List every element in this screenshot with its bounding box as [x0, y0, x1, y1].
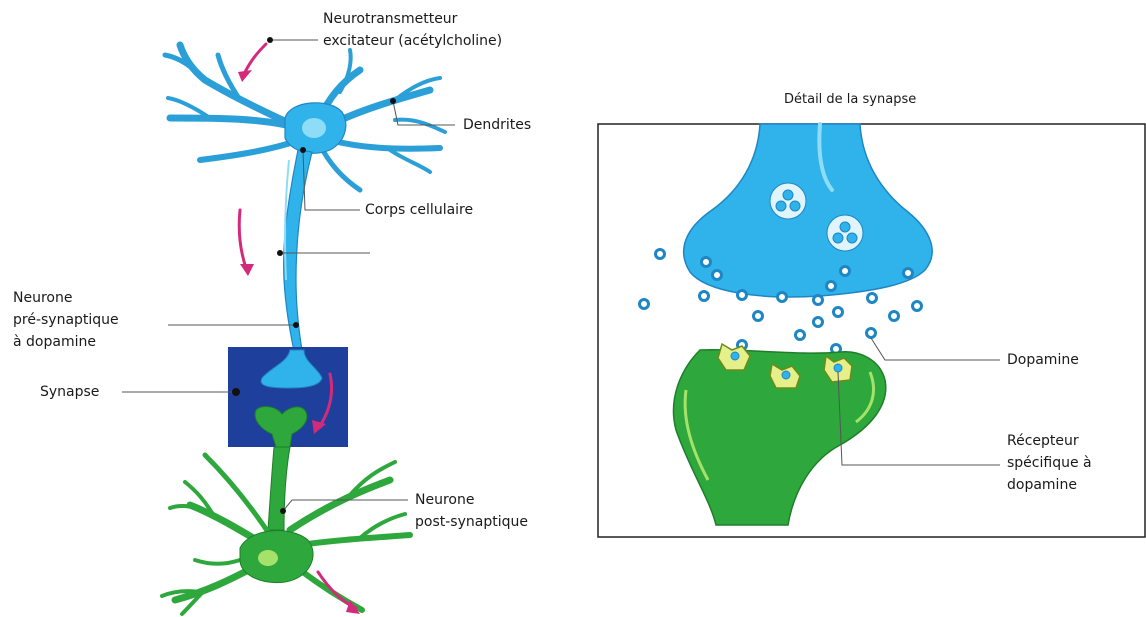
dendrites-text: Dendrites — [463, 114, 531, 136]
presynaptic-line-3: à dopamine — [13, 331, 119, 353]
receptor-line-3: dopamine — [1007, 474, 1092, 496]
detail-title-text: Détail de la synapse — [784, 89, 916, 111]
synapse-label: Synapse — [40, 381, 99, 403]
postsynaptic-label: Neurone post-synaptique — [415, 489, 528, 533]
presynaptic-line-1: Neurone — [13, 287, 119, 309]
postsynaptic-line-1: Neurone — [415, 489, 528, 511]
neurotransmitter-line-2: excitateur (acétylcholine) — [323, 30, 502, 52]
receptor-line-1: Récepteur — [1007, 430, 1092, 452]
synapse-text: Synapse — [40, 381, 99, 403]
postsynaptic-neuron — [162, 447, 410, 614]
cell-body-text: Corps cellulaire — [365, 199, 473, 221]
neurotransmitter-line-1: Neurotransmetteur — [323, 8, 502, 30]
dendrites-label: Dendrites — [463, 114, 531, 136]
neurotransmitter-label: Neurotransmetteur excitateur (acétylchol… — [323, 8, 502, 52]
receptor-label: Récepteur spécifique à dopamine — [1007, 430, 1092, 496]
presynaptic-label: Neurone pré-synaptique à dopamine — [13, 287, 119, 353]
dopamine-text: Dopamine — [1007, 349, 1079, 371]
dopamine-label: Dopamine — [1007, 349, 1079, 371]
postsynaptic-line-2: post-synaptique — [415, 511, 528, 533]
receptor-line-2: spécifique à — [1007, 452, 1092, 474]
cell-body-label: Corps cellulaire — [365, 199, 473, 221]
detail-title: Détail de la synapse — [784, 89, 916, 111]
presynaptic-line-2: pré-synaptique — [13, 309, 119, 331]
